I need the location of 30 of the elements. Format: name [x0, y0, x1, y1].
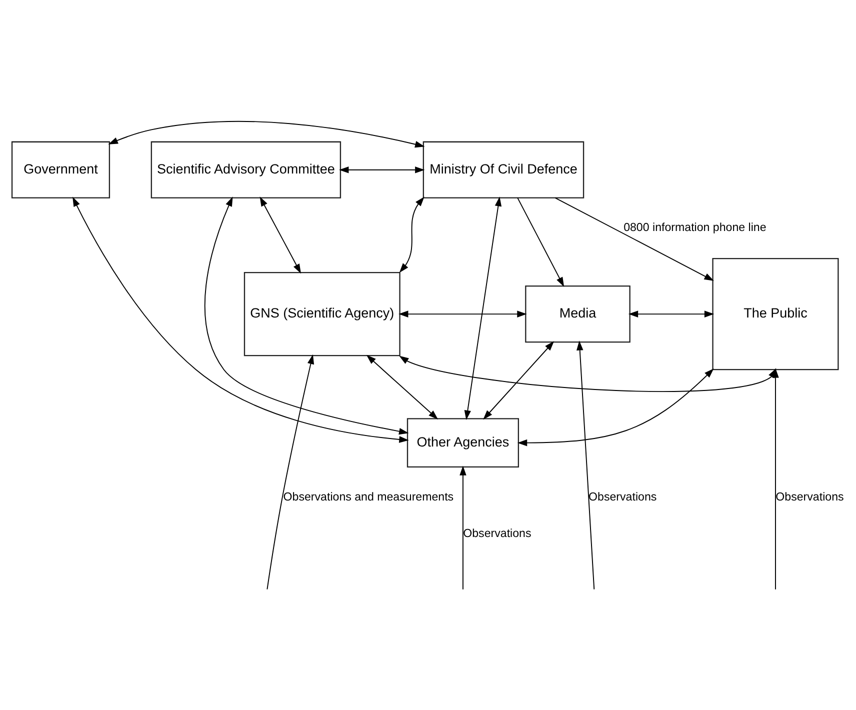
arrow: [460, 465, 466, 590]
node-box: Government: [11, 140, 110, 198]
arrow: [398, 310, 527, 317]
node-box: Ministry Of Civil Defence: [422, 140, 584, 198]
arrow: [366, 354, 438, 419]
arrow: [554, 196, 714, 280]
arrow: [108, 120, 425, 148]
arrow: [576, 340, 595, 590]
node-box: Scientific Advisory Committee: [150, 140, 342, 198]
node-box: Media: [525, 285, 630, 342]
arrow: [399, 196, 424, 272]
arrow: [464, 196, 502, 420]
edge-label: Observations: [463, 527, 532, 540]
edge-label: Observations: [588, 490, 657, 503]
arrow: [517, 196, 564, 286]
arrow: [266, 354, 314, 590]
arrow: [628, 310, 714, 317]
arrow: [399, 355, 779, 392]
arrow: [204, 196, 409, 434]
node-box: GNS (Scientific Agency): [244, 272, 400, 356]
arrow: [339, 166, 425, 173]
edge-label: Observations and measurements: [283, 490, 454, 503]
edge-label: 0800 information phone line: [624, 222, 766, 234]
arrow: [517, 368, 714, 446]
node-box: The Public: [712, 258, 839, 370]
arrow: [260, 196, 302, 274]
edge-label: Observations: [776, 490, 844, 503]
arrow: [483, 340, 554, 420]
node-box: Other Agencies: [406, 418, 519, 468]
arrow: [72, 196, 409, 442]
